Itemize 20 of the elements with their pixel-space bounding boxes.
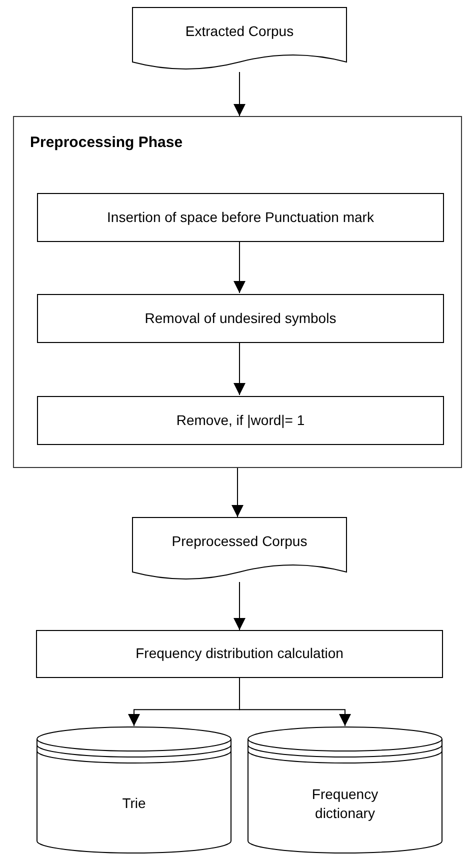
process-box [37,193,444,242]
arrow [234,72,246,116]
arrow [234,582,246,630]
node-label: Insertion of space before Punctuation mark [107,208,374,227]
node-label: Frequency distribution calculation [136,644,344,664]
node-label: Extracted Corpus [185,22,294,42]
group-title: Preprocessing Phase [30,134,183,151]
node-label: Remove, if |word|= 1 [176,410,305,430]
phase-container [13,116,462,468]
arrow [239,678,351,726]
node-label: Removal of undesired symbols [144,308,336,328]
process-box [37,396,444,445]
node-label: Frequency dictionary [310,784,380,823]
node-label: Trie [122,794,146,814]
process-box [36,630,443,678]
arrow [234,240,246,294]
process-box [37,294,444,343]
arrow [232,468,244,518]
arrow [234,342,246,396]
node-label: Preprocessed Corpus [172,532,308,552]
